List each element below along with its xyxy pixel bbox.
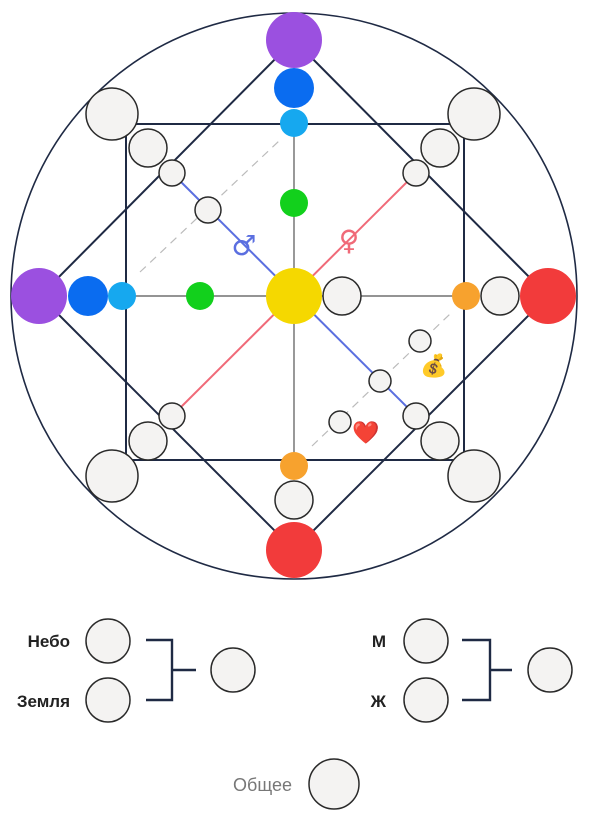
love-line-slot[interactable] [328, 410, 352, 434]
female-label: Ж [370, 692, 387, 711]
male-line-slot[interactable] [194, 196, 222, 224]
male-female-bracket [462, 638, 512, 702]
money-line-slot[interactable] [408, 329, 432, 353]
common-label: Общее [233, 775, 292, 795]
right-red-point[interactable] [520, 268, 576, 324]
corner-inner-slot[interactable] [420, 421, 460, 461]
earth-value-slot[interactable] [85, 677, 131, 723]
male-value-slot[interactable] [403, 618, 449, 664]
left-blue-point[interactable] [68, 276, 108, 316]
bottom-red-point[interactable] [266, 522, 322, 578]
male-female-sum-slot[interactable] [527, 647, 573, 693]
heaven-value-slot[interactable] [85, 618, 131, 664]
corner-inner-slot[interactable] [128, 128, 168, 168]
left-light-blue-point[interactable] [108, 282, 136, 310]
heaven-earth-bracket [146, 638, 196, 702]
corner-slot[interactable] [85, 87, 139, 141]
diagonal-slot[interactable] [402, 402, 430, 430]
top-light-blue-point[interactable] [280, 109, 308, 137]
left-violet-point[interactable] [11, 268, 67, 324]
right-axis-slot[interactable] [322, 276, 362, 316]
right-orange-point[interactable] [452, 282, 480, 310]
corner-slot[interactable] [447, 449, 501, 503]
bottom-edge-slot[interactable] [274, 480, 314, 520]
corner-slot[interactable] [447, 87, 501, 141]
diagonal-slot[interactable] [402, 159, 430, 187]
male-symbol-icon: ♂ [231, 229, 256, 262]
earth-label: Земля [17, 692, 70, 711]
left-green-point[interactable] [186, 282, 214, 310]
male-label: М [372, 632, 386, 651]
guide-line-upper [139, 139, 281, 273]
heaven-label: Небо [28, 632, 70, 651]
money-bag-icon: 💰 [420, 353, 447, 379]
female-value-slot[interactable] [403, 677, 449, 723]
corner-inner-slot[interactable] [128, 421, 168, 461]
diagonal-slot[interactable] [158, 159, 186, 187]
top-green-point[interactable] [280, 189, 308, 217]
right-edge-slot[interactable] [480, 276, 520, 316]
center-yellow-point[interactable] [266, 268, 322, 324]
common-value-slot[interactable] [308, 758, 360, 810]
heart-icon: ❤️ [352, 420, 380, 446]
bottom-orange-point[interactable] [280, 452, 308, 480]
male-line-lower-slot[interactable] [368, 369, 392, 393]
diagonal-slot[interactable] [158, 402, 186, 430]
heaven-earth-sum-slot[interactable] [210, 647, 256, 693]
top-blue-point[interactable] [274, 68, 314, 108]
top-violet-point[interactable] [266, 12, 322, 68]
female-symbol-icon: ♀ [339, 224, 360, 257]
corner-inner-slot[interactable] [420, 128, 460, 168]
corner-slot[interactable] [85, 449, 139, 503]
